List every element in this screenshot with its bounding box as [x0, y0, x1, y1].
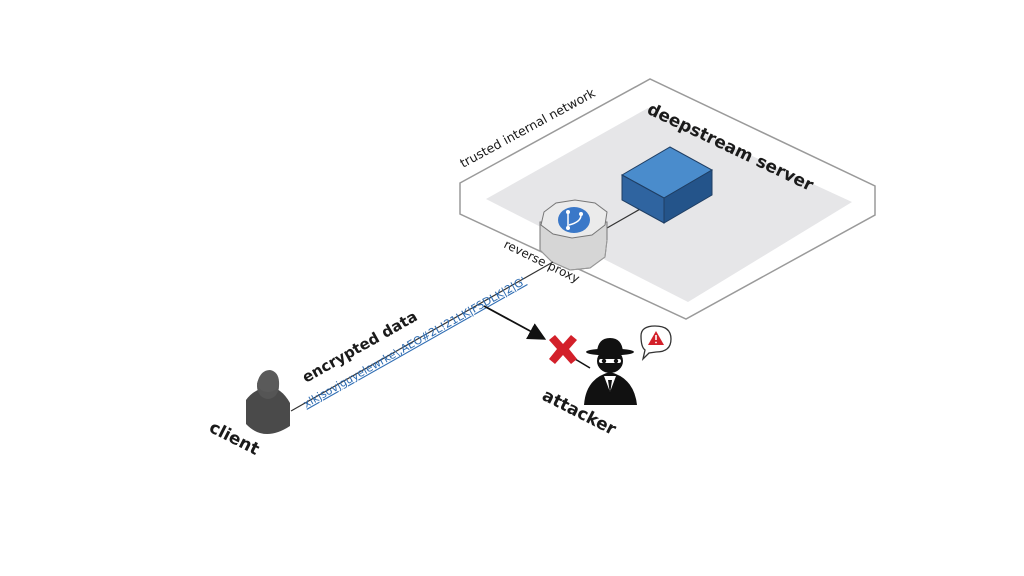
- server-cube: [620, 146, 714, 224]
- cipher-text: xlkjsovjguyelewrke\;AEO#2L!21LK|FSDLK|2|…: [301, 274, 528, 410]
- git-branch-icon: [558, 207, 590, 233]
- spy-icon: [584, 338, 637, 405]
- reverse-proxy-node: [539, 199, 608, 271]
- warning-icon: [640, 325, 672, 362]
- person-icon: [246, 370, 290, 435]
- x-mark-icon: [549, 335, 577, 364]
- interception-arrow: [483, 305, 547, 340]
- encrypted-link: [290, 261, 554, 412]
